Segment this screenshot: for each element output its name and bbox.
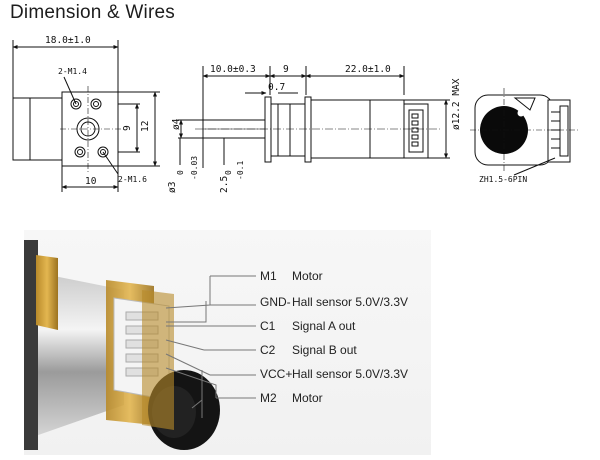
dimension-drawing: 18.0±1.0 2-M1.4 2-M1.6 9 12 10 [12, 35, 578, 193]
dim-tol-c: 0 [224, 170, 233, 175]
wire-desc: Motor [292, 391, 323, 405]
wire-pin: C2 [260, 343, 276, 357]
wire-m2: M2 Motor [260, 391, 323, 405]
wire-pin: M1 [260, 269, 277, 283]
dim-shaft-d3: ø3 [167, 182, 178, 193]
dim-height-12: 12 [140, 121, 151, 132]
wire-pin: VCC+ [260, 367, 292, 381]
motor-photo-illustration [24, 240, 256, 450]
wire-labels: M1 Motor GND- Hall sensor 5.0V/3.3V C1 S… [260, 269, 408, 405]
dim-bottom-10: 10 [85, 176, 97, 187]
dim-shaft-d4: ø4 [171, 118, 182, 130]
dim-gear-length: 9 [283, 64, 289, 75]
wire-desc: Hall sensor 5.0V/3.3V [292, 367, 408, 381]
dim-width: 18.0±1.0 [45, 35, 91, 46]
wire-vcc: VCC+ Hall sensor 5.0V/3.3V [260, 367, 408, 381]
dim-tol-b: -0.03 [190, 156, 199, 180]
wire-desc: Signal B out [292, 343, 357, 357]
dim-gap: 0.7 [268, 82, 285, 93]
dim-height-9: 9 [122, 125, 133, 131]
wire-pin: C1 [260, 319, 276, 333]
end-connector-label: ZH1.5-6PIN [479, 175, 527, 184]
wire-pin: M2 [260, 391, 277, 405]
dim-shaft-length: 10.0±0.3 [210, 64, 256, 75]
page-title: Dimension & Wires [10, 2, 175, 23]
wire-desc: Hall sensor 5.0V/3.3V [292, 295, 408, 309]
wire-gnd: GND- Hall sensor 5.0V/3.3V [260, 295, 408, 309]
dim-screw-bottom: 2-M1.6 [118, 175, 147, 184]
end-view [470, 88, 578, 176]
dim-screw-top: 2-M1.4 [58, 67, 87, 76]
wire-pin: GND- [260, 295, 291, 309]
dim-tol-d: -0.1 [236, 161, 245, 180]
wire-c1: C1 Signal A out [260, 319, 356, 333]
dim-motor-length: 22.0±1.0 [345, 64, 391, 75]
dim-flat: 2.5 [219, 176, 230, 193]
wire-desc: Motor [292, 269, 323, 283]
wire-desc: Signal A out [292, 319, 356, 333]
motor-photo: M1 Motor GND- Hall sensor 5.0V/3.3V C1 S… [24, 230, 431, 455]
front-view [12, 40, 160, 192]
dim-motor-diameter: ø12.2 MAX [451, 78, 462, 130]
wire-m1: M1 Motor [260, 269, 323, 283]
dim-tol-a: 0 [176, 170, 185, 175]
wire-c2: C2 Signal B out [260, 343, 357, 357]
side-view [178, 66, 450, 168]
